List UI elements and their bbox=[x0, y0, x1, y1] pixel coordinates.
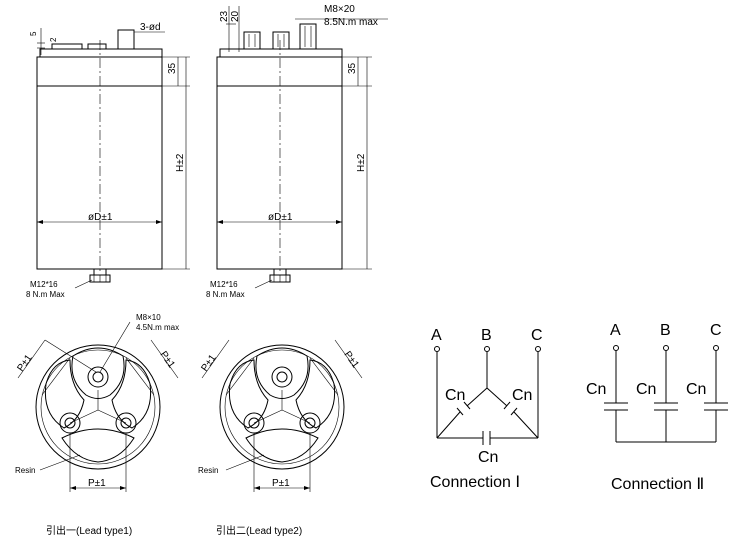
terminal-torque: 8.5N.m max bbox=[324, 17, 378, 28]
pitch-right: P±1 bbox=[158, 349, 177, 370]
dim-height: H±2 bbox=[356, 153, 367, 172]
can-outline bbox=[219, 344, 345, 470]
terminal-stud bbox=[272, 31, 290, 50]
lead-type-2-caption: 引出二(Lead type2) bbox=[216, 524, 302, 537]
pitch-right: P±1 bbox=[342, 349, 361, 370]
connection-1-diagram: A B C Cn Cn Cn Connection Ⅰ bbox=[430, 327, 543, 491]
bottom-stud-thread: M12*16 bbox=[30, 280, 58, 289]
terminal-block bbox=[117, 29, 135, 50]
bottom-stud-thread: M12*16 bbox=[210, 280, 238, 289]
resin-lobe bbox=[71, 347, 125, 399]
dim-terminal-diameter: 3-ød bbox=[140, 22, 161, 33]
terminal-thread: M8×20 bbox=[324, 4, 355, 15]
dim-terminal-b: 2 bbox=[49, 37, 58, 42]
terminal-nut bbox=[87, 366, 109, 388]
terminal-torque: 4.5N.m max bbox=[136, 323, 179, 332]
terminal-c-label: C bbox=[710, 322, 722, 339]
terminal-stud bbox=[299, 23, 317, 50]
dim-diameter: øD±1 bbox=[268, 212, 293, 223]
dim-23: 23 bbox=[219, 10, 230, 22]
pitch-bottom: P±1 bbox=[88, 478, 106, 489]
terminal-stud bbox=[243, 31, 261, 50]
terminal-thread: M8×10 bbox=[136, 313, 161, 322]
dim-top: 35 bbox=[167, 62, 178, 74]
cap-label-right: Cn bbox=[512, 387, 532, 404]
lead-type-1-view: P±1 P±1 P±1 M8×10 4.5N.m max Resin 引出一(L… bbox=[15, 313, 179, 537]
capacitor-body bbox=[216, 56, 343, 270]
side-view-left: 5 2 3-ød 35 H±2 øD±1 M12*16 8 N.m Max bbox=[26, 22, 190, 299]
terminal-b-label: B bbox=[481, 327, 492, 344]
dim-terminal-a: 5 bbox=[29, 31, 38, 36]
bottom-stud-torque: 8 N.m Max bbox=[26, 290, 65, 299]
lead-type-2-view: P±1 P±1 P±1 Resin 引出二(Lead type2) bbox=[198, 339, 363, 537]
pitch-bottom: P±1 bbox=[272, 478, 290, 489]
terminal-a-label: A bbox=[610, 322, 621, 339]
cap-label-left: Cn bbox=[445, 387, 465, 404]
cap-label-c: Cn bbox=[686, 381, 706, 398]
terminal-block bbox=[51, 43, 83, 50]
resin-lobe bbox=[255, 347, 309, 399]
dim-top: 35 bbox=[347, 62, 358, 74]
can-outline bbox=[35, 344, 161, 470]
connection-2-caption: Connection Ⅱ bbox=[611, 476, 704, 493]
cap-label-bottom: Cn bbox=[478, 449, 498, 466]
dim-height: H±2 bbox=[175, 153, 186, 172]
terminal-c-label: C bbox=[531, 327, 543, 344]
side-view-right: 23 20 M8×20 8.5N.m max 35 H±2 øD±1 M12*1… bbox=[206, 4, 388, 299]
terminal-nut bbox=[271, 366, 293, 388]
dim-20: 20 bbox=[230, 10, 241, 22]
lead-type-1-caption: 引出一(Lead type1) bbox=[46, 524, 132, 537]
resin-label: Resin bbox=[198, 466, 218, 475]
pitch-left: P±1 bbox=[15, 353, 34, 374]
cap-label-b: Cn bbox=[636, 381, 656, 398]
pitch-left: P±1 bbox=[199, 353, 218, 374]
resin-label: Resin bbox=[15, 466, 35, 475]
connection-1-caption: Connection Ⅰ bbox=[430, 474, 520, 491]
cap-label-a: Cn bbox=[586, 381, 606, 398]
connection-2-diagram: A B C Cn Cn Cn Connection Ⅱ bbox=[586, 322, 728, 493]
terminal-a-label: A bbox=[431, 327, 442, 344]
terminal-b-label: B bbox=[660, 322, 671, 339]
bottom-stud-torque: 8 N.m Max bbox=[206, 290, 245, 299]
dim-diameter: øD±1 bbox=[88, 212, 113, 223]
capacitor-body bbox=[36, 56, 163, 270]
terminal-block bbox=[87, 43, 107, 50]
